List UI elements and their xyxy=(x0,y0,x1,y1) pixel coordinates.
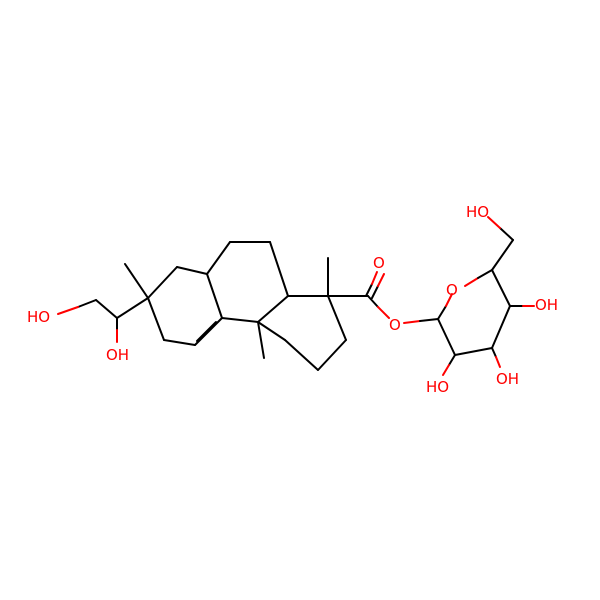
hydroxyl-label-terminal: HO xyxy=(27,308,50,326)
hydroxyl-label-c3: OH xyxy=(496,370,519,388)
oxygen-bonds xyxy=(57,216,535,376)
hydroxyl-label-c2: HO xyxy=(426,378,449,396)
hydroxyl-label-c4: OH xyxy=(535,296,558,314)
ester-oxygen-label: O xyxy=(389,316,401,334)
hydroxymethyl-label: HO xyxy=(466,203,489,221)
carbon-skeleton xyxy=(95,239,514,371)
carbonyl-oxygen-label: O xyxy=(373,254,385,272)
atom-labels: HO OH O O O HO OH OH HO xyxy=(27,203,558,396)
hydroxyl-label-side-chain: OH xyxy=(106,346,129,364)
ring-oxygen-label: O xyxy=(446,281,458,299)
